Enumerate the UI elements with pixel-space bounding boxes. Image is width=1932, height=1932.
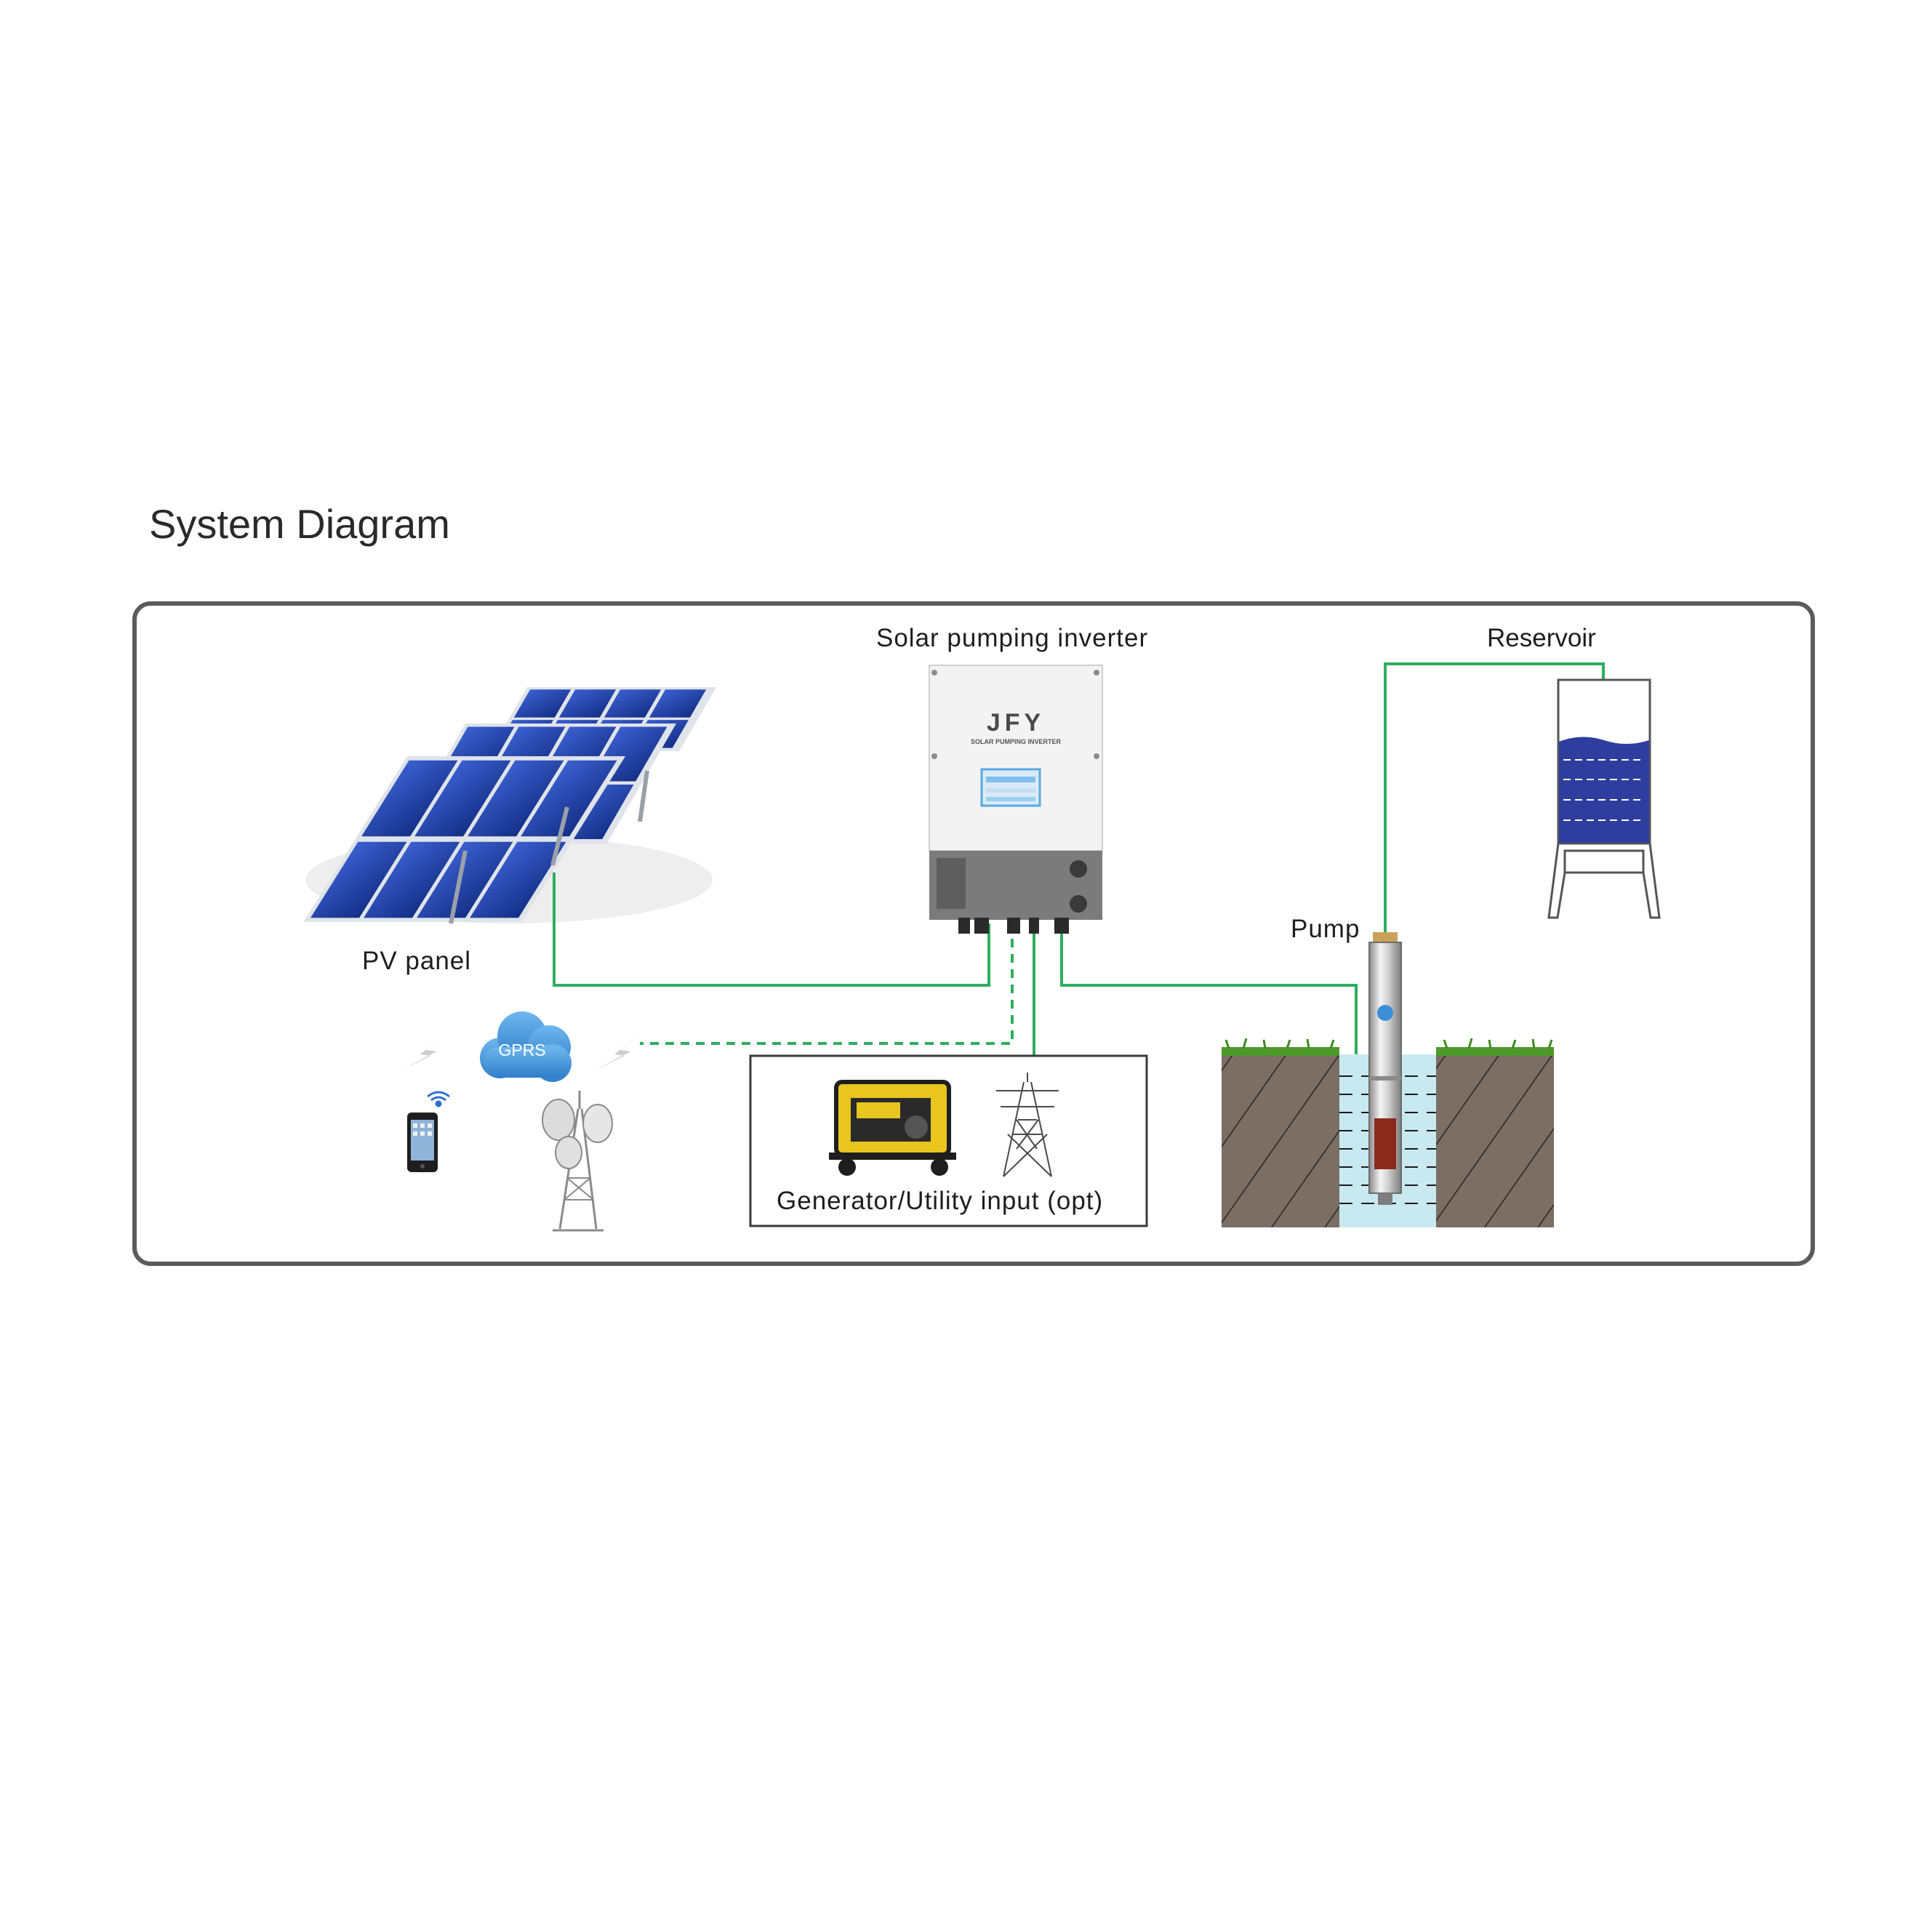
inverter-label: Solar pumping inverter <box>876 624 1149 652</box>
page-title: System Diagram <box>149 501 450 547</box>
inverter-brand: JFY <box>987 709 1045 737</box>
inverter-brand-sub: SOLAR PUMPING INVERTER <box>971 738 1062 745</box>
solar-panel-icon <box>303 687 716 924</box>
inverter-icon <box>929 665 1103 934</box>
reservoir-label: Reservoir <box>1487 624 1596 652</box>
pump-label: Pump <box>1291 915 1360 943</box>
submersible-pump-icon <box>1368 932 1402 1205</box>
reservoir-tank-icon <box>1547 678 1661 919</box>
smartphone-icon <box>407 1113 438 1172</box>
borehole-well <box>1222 1038 1554 1227</box>
gprs-cloud-icon <box>480 1011 572 1082</box>
gprs-label: GPRS <box>498 1041 545 1059</box>
generator-label: Generator/Utility input (opt) <box>777 1187 1104 1215</box>
lightning-icon <box>401 1031 644 1070</box>
wifi-icon <box>427 1091 450 1107</box>
power-tower-icon <box>996 1073 1059 1177</box>
pv-panel-label: PV panel <box>362 947 472 975</box>
data-link-wire <box>640 923 1014 1045</box>
diagram-frame <box>132 601 1815 1266</box>
antenna-tower-icon <box>542 1091 613 1232</box>
generator-icon <box>829 1080 956 1176</box>
